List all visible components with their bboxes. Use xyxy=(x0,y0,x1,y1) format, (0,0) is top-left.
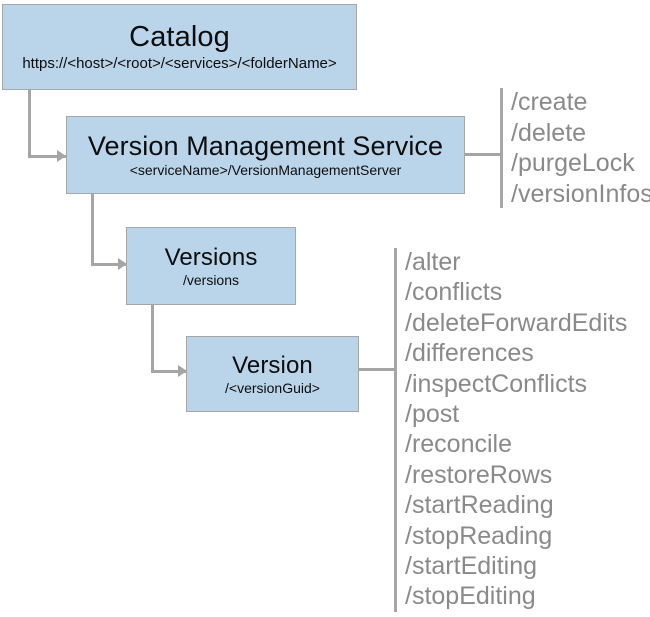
operation-item: /conflicts xyxy=(405,278,503,307)
connector-vertical-segment xyxy=(151,305,154,373)
operation-item: /stopEditing xyxy=(405,582,536,611)
operations-stem-line xyxy=(465,153,502,156)
operation-item: /versionInfos xyxy=(511,179,650,208)
node-version-management-service: Version Management Service <serviceName>… xyxy=(66,116,465,194)
node-version-management-service-path: <serviceName>/VersionManagementServer xyxy=(129,162,402,179)
connector-horizontal-segment xyxy=(91,263,126,266)
node-versions-title: Versions xyxy=(164,243,258,271)
node-version-management-service-title: Version Management Service xyxy=(87,130,444,161)
connector-vertical-segment xyxy=(91,194,94,266)
operations-bracket-line xyxy=(394,248,397,612)
operation-item: /stopReading xyxy=(405,521,553,550)
operation-item: /restoreRows xyxy=(405,460,553,489)
node-catalog-path: https://<host>/<root>/<services>/<folder… xyxy=(22,54,337,72)
arrowhead-icon xyxy=(178,365,187,377)
operations-list-version: /alter /conflicts /deleteForwardEdits /d… xyxy=(405,247,627,612)
operation-item: /inspectConflicts xyxy=(405,369,588,398)
node-catalog: Catalog https://<host>/<root>/<services>… xyxy=(2,4,357,90)
arrowhead-icon xyxy=(118,258,127,270)
connector-vertical-segment xyxy=(28,90,31,158)
operation-item: /reconcile xyxy=(405,430,512,459)
operations-stem-line xyxy=(359,368,396,371)
operation-item: /create xyxy=(511,88,588,116)
operation-item: /purgeLock xyxy=(511,149,635,177)
node-version-path: /<versionGuid> xyxy=(225,379,320,396)
operation-item: /alter xyxy=(405,248,461,276)
node-versions-path: /versions xyxy=(182,271,240,288)
node-version-title: Version xyxy=(232,351,313,379)
arrowhead-icon xyxy=(57,150,66,162)
operation-item: /startEditing xyxy=(405,552,538,581)
operation-item: /startReading xyxy=(405,491,554,520)
operation-item: /deleteForwardEdits xyxy=(405,308,628,337)
operation-item: /post xyxy=(405,400,460,429)
connector-horizontal-segment xyxy=(28,155,66,158)
operation-item: /differences xyxy=(405,339,534,368)
node-version: Version /<versionGuid> xyxy=(186,336,359,412)
node-versions: Versions /versions xyxy=(126,227,296,305)
node-catalog-title: Catalog xyxy=(129,21,230,54)
operations-bracket-line xyxy=(500,88,503,208)
operation-item: /delete xyxy=(511,118,587,147)
operations-list-version-management-service: /create /delete /purgeLock /versionInfos xyxy=(511,87,650,209)
connector-horizontal-segment xyxy=(151,370,186,373)
